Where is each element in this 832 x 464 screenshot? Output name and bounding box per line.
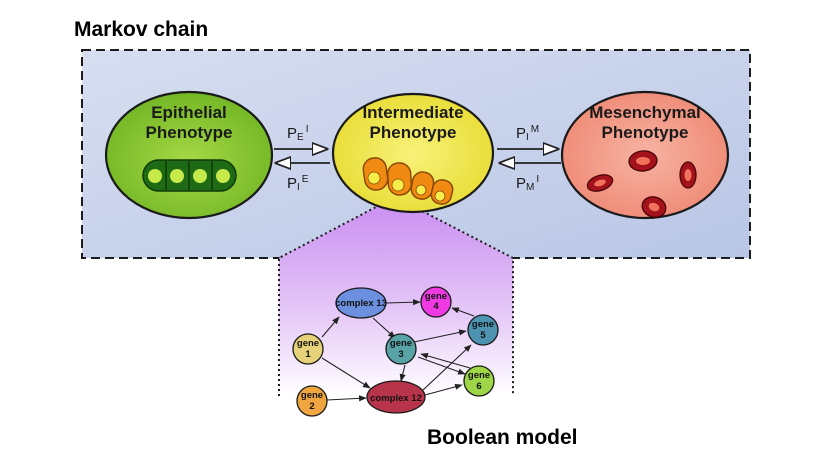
edge-gene3-gene6 — [417, 356, 466, 375]
boolean-model-panel-border — [278, 195, 514, 396]
node-complex13-label: complex 13 — [335, 298, 387, 309]
nucleus — [148, 169, 162, 183]
node-gene1-l1: gene — [297, 338, 319, 349]
node-gene1: gene 1 — [292, 333, 324, 365]
node-gene3-l2: 3 — [398, 349, 403, 360]
node-gene5: gene 5 — [467, 314, 499, 346]
epithelial-phenotype: Epithelial Phenotype — [104, 90, 274, 220]
node-complex13: complex 13 — [335, 287, 387, 319]
edge-gene1-complex12 — [321, 357, 371, 389]
edge-gene6-gene3 — [420, 352, 471, 369]
node-gene4-l2: 4 — [433, 301, 439, 312]
edge-gene3-gene5 — [413, 329, 467, 343]
rate-p-ie: PIE — [287, 174, 309, 193]
mesenchymal-phenotype: Mesenchymal Phenotype — [560, 90, 730, 220]
rate-p-mi: PMI — [516, 174, 539, 193]
node-gene4: gene 4 — [420, 286, 452, 318]
node-complex12-label: complex 12 — [370, 393, 422, 404]
mesenchymal-label-line2: Phenotype — [602, 123, 689, 142]
boolean-model-heading: Boolean model — [427, 426, 578, 449]
node-gene1-l2: 1 — [305, 349, 311, 360]
network-edges — [321, 299, 475, 402]
mesenchymal-label-line1: Mesenchymal — [589, 103, 701, 122]
node-gene5-l2: 5 — [480, 330, 486, 341]
node-complex12: complex 12 — [366, 380, 426, 414]
rate-p-ei: PEI — [287, 124, 308, 143]
rate-p-im: PIM — [516, 124, 539, 143]
node-gene4-l1: gene — [425, 291, 447, 302]
node-gene6: gene 6 — [463, 365, 495, 397]
epithelial-label-line2: Phenotype — [146, 123, 233, 142]
edge-complex13-gene4 — [385, 299, 421, 306]
edge-complex13-gene3 — [372, 317, 396, 339]
intermediate-label-line2: Phenotype — [370, 123, 457, 142]
node-gene3-l1: gene — [390, 338, 412, 349]
epithelial-cells — [142, 159, 237, 192]
nucleus — [216, 169, 230, 183]
edge-complex12-gene6 — [424, 383, 463, 396]
edge-gene2-complex12 — [326, 395, 367, 402]
nucleus — [170, 169, 184, 183]
intermediate-phenotype: Intermediate Phenotype — [331, 92, 495, 214]
mesenchymal-cells — [586, 150, 697, 218]
node-gene2-l2: 2 — [309, 401, 314, 412]
intermediate-label-line1: Intermediate — [362, 103, 463, 122]
node-gene2-l1: gene — [301, 390, 323, 401]
epithelial-label-line1: Epithelial — [151, 103, 227, 122]
node-gene2: gene 2 — [296, 385, 328, 417]
boolean-model-panel — [279, 197, 513, 396]
intermediate-cells — [362, 157, 454, 205]
node-gene5-l1: gene — [472, 319, 494, 330]
node-gene6-l2: 6 — [476, 381, 481, 392]
markov-chain-heading: Markov chain — [74, 18, 208, 41]
node-gene3: gene 3 — [385, 333, 417, 365]
nucleus — [193, 169, 207, 183]
node-gene6-l1: gene — [468, 370, 490, 381]
edge-gene3-complex12 — [399, 364, 406, 382]
edge-gene5-gene4 — [451, 307, 475, 317]
edge-gene1-complex13 — [321, 316, 340, 338]
network-nodes: complex 13 gene 4 gene 1 gene 3 gene 5 g… — [292, 286, 499, 417]
transition-arrows — [274, 149, 561, 163]
edge-complex12-gene5 — [422, 344, 472, 391]
